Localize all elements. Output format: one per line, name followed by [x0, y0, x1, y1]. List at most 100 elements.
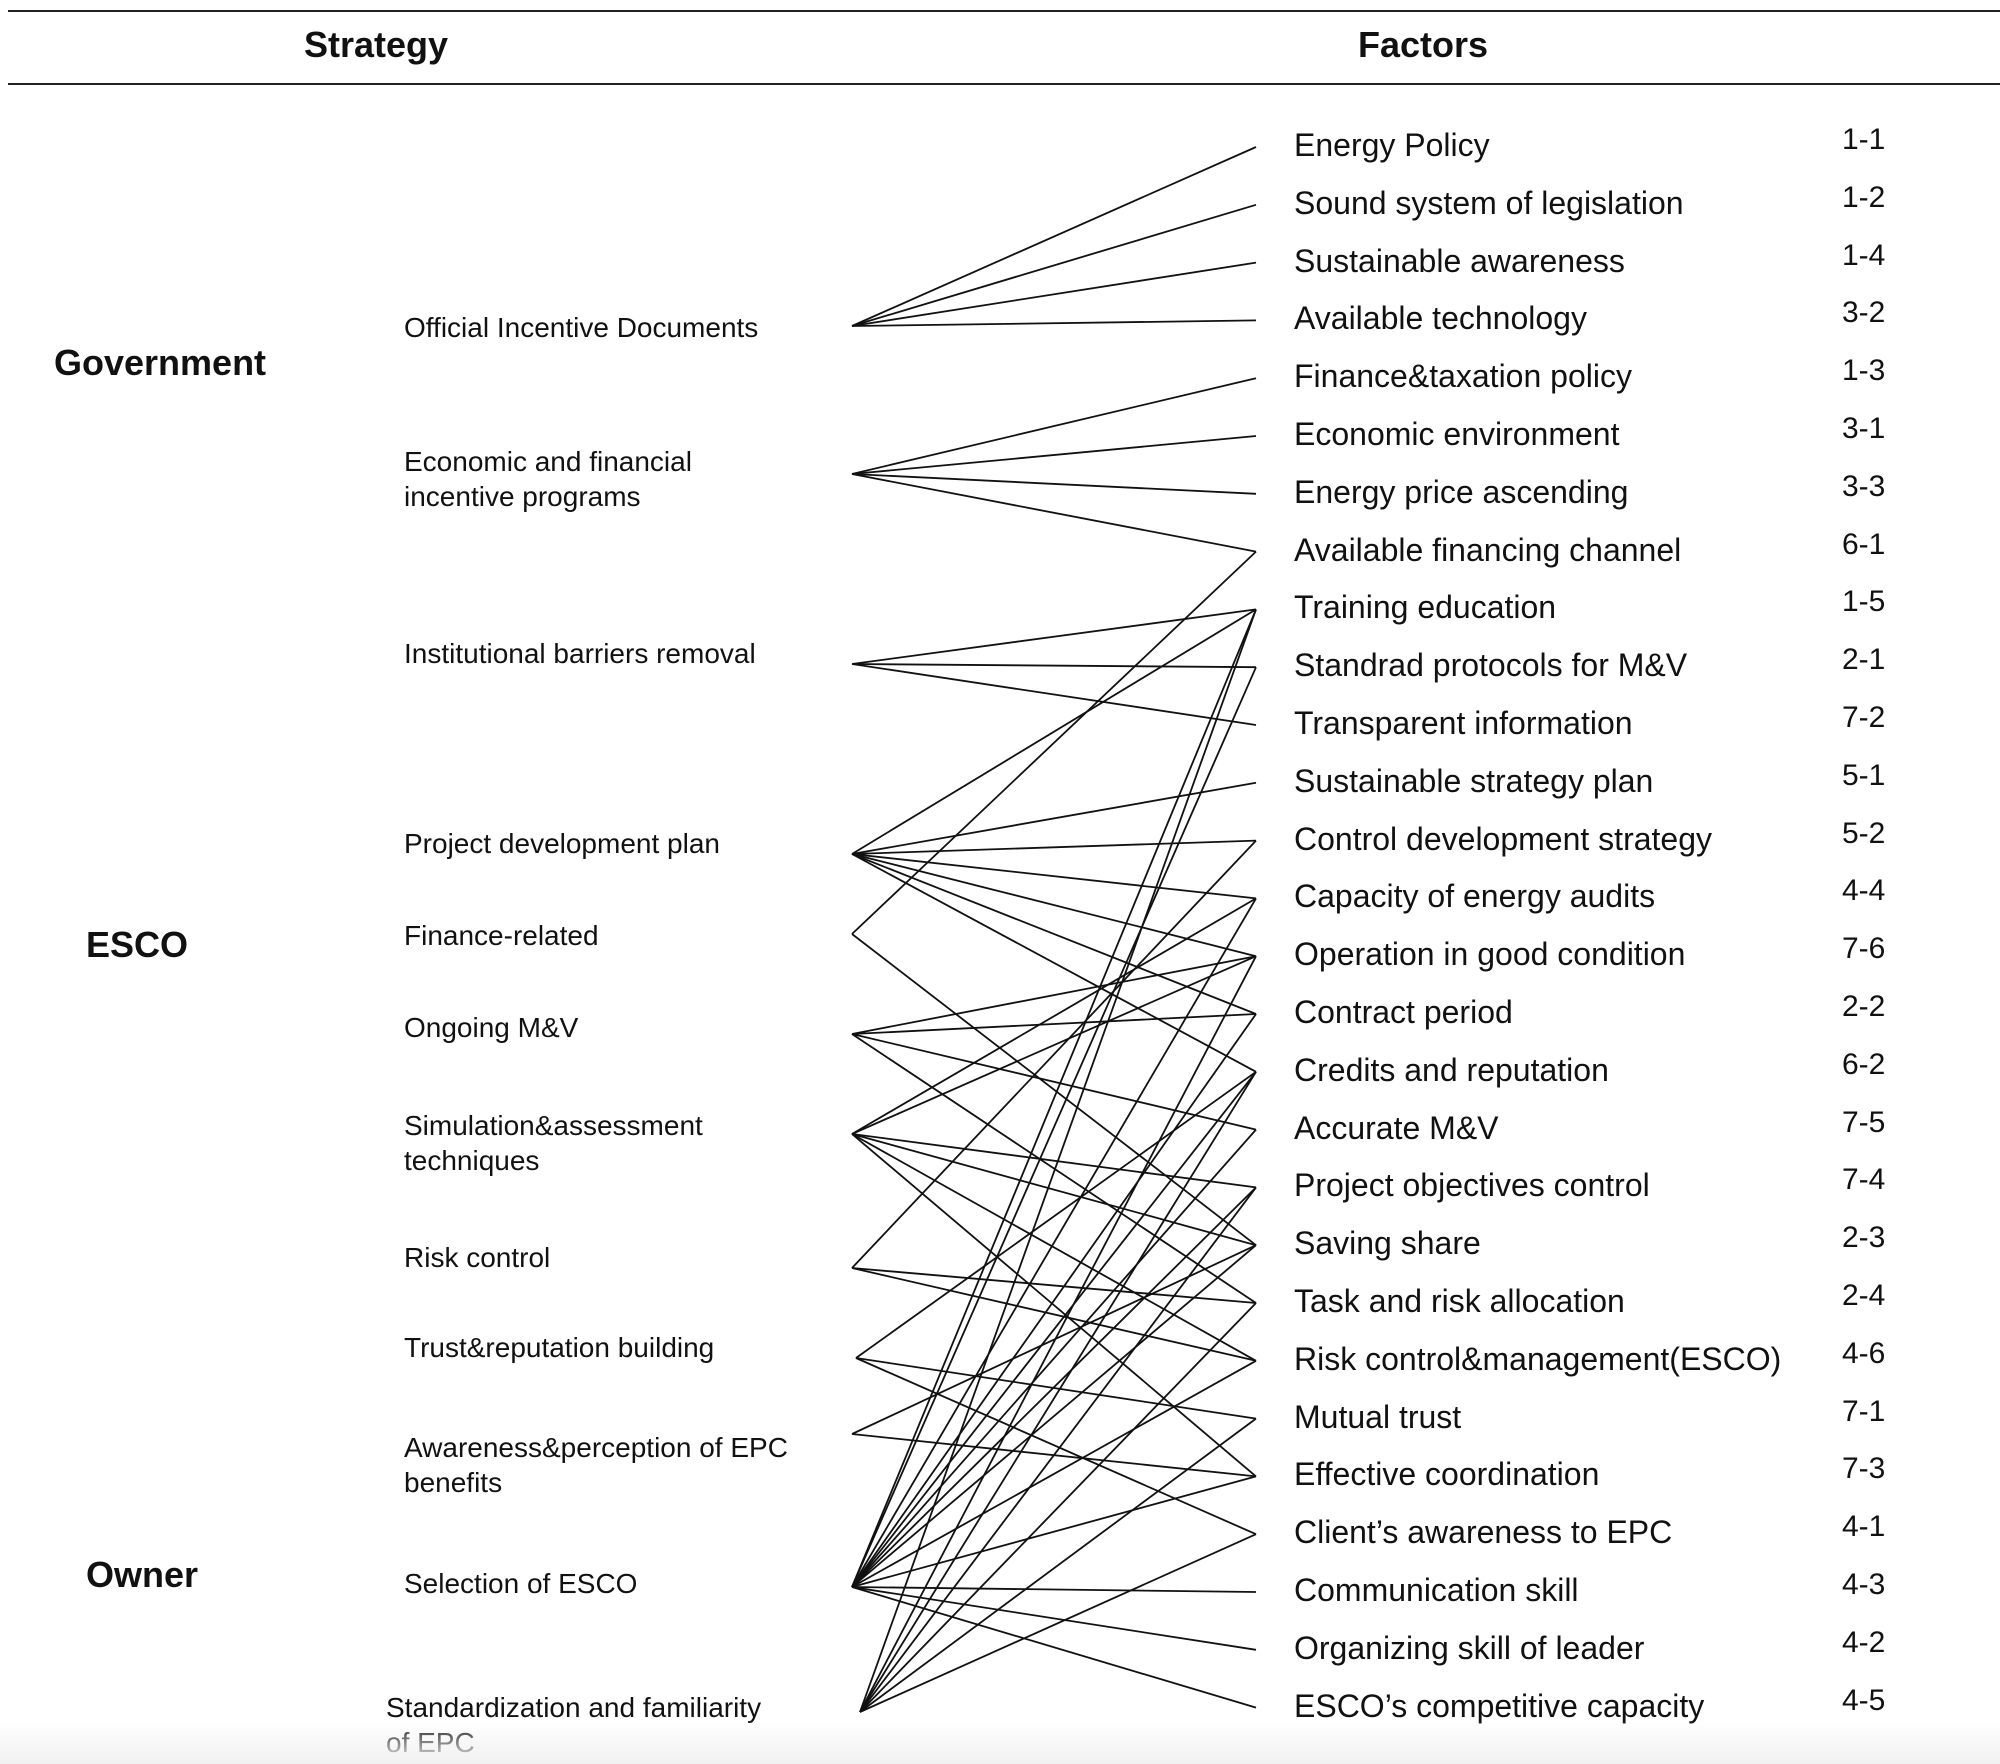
- factor-label: Contract period: [1294, 994, 1513, 1030]
- factor-label: Available technology: [1294, 300, 1587, 337]
- factor-label: Effective coordination: [1294, 1456, 1600, 1493]
- factor-code: 3-2: [1842, 296, 1886, 330]
- factor-label: Mutual trust: [1294, 1398, 1462, 1435]
- link-line: [851, 261, 1257, 327]
- link-line: [851, 666, 1257, 1588]
- factor-code: 6-2: [1842, 1047, 1886, 1081]
- factor-label: Task and risk allocation: [1294, 1283, 1625, 1319]
- link-line: [851, 608, 1257, 665]
- factor-label: Sound system of legislation: [1294, 184, 1684, 221]
- factor-code: 1-3: [1842, 354, 1886, 388]
- link-line: [859, 1302, 1257, 1713]
- link-line: [851, 1013, 1257, 1588]
- factor-code: 2-2: [1842, 990, 1886, 1023]
- link-line: [851, 853, 1257, 1073]
- factor-code: 2-3: [1842, 1221, 1886, 1255]
- link-line: [851, 955, 1257, 1035]
- link-line: [851, 473, 1257, 553]
- factor-code: 3-1: [1842, 412, 1886, 445]
- link-line: [855, 1357, 1257, 1536]
- factor-label: Training education: [1294, 589, 1557, 626]
- strategy-item: Project development plan: [404, 828, 720, 859]
- factor-code: 5-1: [1842, 758, 1886, 792]
- link-line: [855, 1357, 1257, 1420]
- link-line: [851, 853, 1257, 1015]
- link-line: [851, 1033, 1257, 1131]
- header-rule: [8, 83, 2000, 85]
- link-line: [859, 1186, 1257, 1713]
- factor-label: Energy Policy: [1294, 127, 1490, 163]
- strategy-item: Trust&reputation building: [404, 1332, 715, 1363]
- link-line: [851, 1129, 1257, 1588]
- factor-code: 7-6: [1842, 932, 1886, 966]
- factor-label: Energy price ascending: [1294, 473, 1629, 510]
- link-line: [851, 663, 1257, 669]
- link-line: [851, 1360, 1257, 1588]
- factor-code: 4-4: [1842, 874, 1886, 908]
- factor-code: 4-5: [1842, 1683, 1886, 1717]
- link-line: [851, 1244, 1257, 1588]
- strategy-item: Awareness&perception of EPC benefits: [404, 1432, 788, 1498]
- link-line: [851, 839, 1257, 1269]
- factor-code: 3-3: [1842, 469, 1886, 503]
- factor-code: 4-1: [1842, 1510, 1886, 1544]
- factor-label: Saving share: [1294, 1225, 1481, 1262]
- factor-code: 7-1: [1842, 1394, 1886, 1428]
- link-line: [851, 1071, 1257, 1588]
- link-line: [851, 897, 1257, 1135]
- link-line: [851, 853, 1257, 900]
- factor-label: Available financing channel: [1294, 531, 1682, 568]
- link-line: [851, 608, 1257, 855]
- factor-code: 4-2: [1842, 1625, 1886, 1659]
- group-owner: Owner: [86, 1554, 199, 1595]
- factor-label: Credits and reputation: [1294, 1051, 1609, 1088]
- factor-label: Control development strategy: [1294, 820, 1712, 857]
- strategy-item: Selection of ESCO: [404, 1568, 638, 1599]
- link-line: [851, 1586, 1257, 1709]
- factor-label: Client’s awareness to EPC: [1294, 1514, 1673, 1551]
- factor-label: Operation in good condition: [1294, 936, 1686, 973]
- strategy-item: Simulation&assessment techniques: [404, 1110, 703, 1176]
- link-line: [851, 377, 1257, 475]
- factor-label: Sustainable awareness: [1294, 242, 1625, 279]
- link-line: [851, 550, 1257, 935]
- factor-code: 7-2: [1842, 701, 1886, 734]
- factor-label: Economic environment: [1294, 416, 1620, 452]
- factor-code: 7-4: [1842, 1163, 1886, 1197]
- factor-label: Organizing skill of leader: [1294, 1629, 1645, 1666]
- link-line: [851, 1033, 1257, 1304]
- factor-label: Accurate M&V: [1294, 1109, 1499, 1146]
- link-line: [859, 955, 1257, 1713]
- link-line: [851, 1586, 1257, 1651]
- link-line: [851, 955, 1257, 1135]
- strategy-item: Institutional barriers removal: [404, 638, 756, 669]
- link-line: [851, 319, 1257, 327]
- link-line: [851, 839, 1257, 855]
- factor-code: 4-3: [1842, 1568, 1886, 1601]
- strategy-item: Official Incentive Documents: [404, 312, 759, 343]
- strategy-item: Risk control: [404, 1242, 551, 1273]
- link-line: [851, 1267, 1257, 1304]
- link-line: [851, 933, 1257, 1246]
- factor-label: Standrad protocols for M&V: [1294, 647, 1688, 684]
- factor-code: 7-5: [1842, 1105, 1886, 1139]
- link-line: [859, 1071, 1257, 1713]
- factor-code: 1-2: [1842, 180, 1886, 214]
- factor-code: 4-6: [1842, 1336, 1886, 1370]
- link-line: [859, 1533, 1257, 1713]
- factor-label: Risk control&management(ESCO): [1294, 1340, 1782, 1377]
- link-line: [851, 203, 1257, 327]
- link-line: [851, 1133, 1257, 1189]
- link-line: [851, 1133, 1257, 1362]
- link-line: [851, 1133, 1257, 1478]
- strategy-item: Ongoing M&V: [404, 1012, 579, 1043]
- link-line: [851, 897, 1257, 1588]
- strategy-item: Economic and financial incentive program…: [404, 446, 692, 512]
- link-line: [851, 435, 1257, 475]
- factor-code: 5-2: [1842, 816, 1886, 850]
- link-line: [855, 1071, 1257, 1359]
- link-line: [859, 609, 1257, 1713]
- link-line: [851, 1586, 1257, 1593]
- factor-label: Communication skill: [1294, 1572, 1579, 1608]
